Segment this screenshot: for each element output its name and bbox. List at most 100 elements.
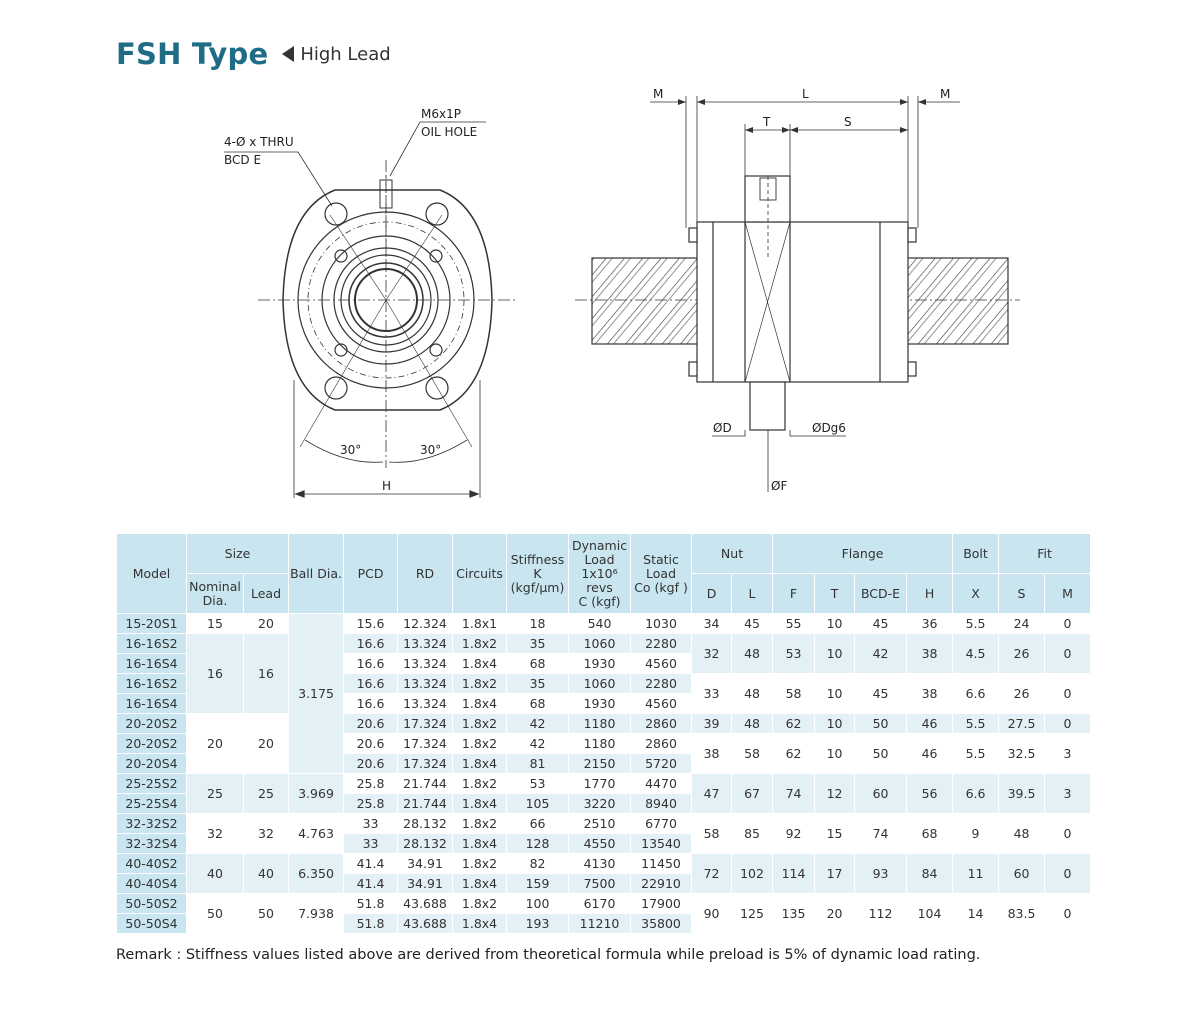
th-fit: Fit bbox=[998, 533, 1092, 574]
cell-flange-h: 84 bbox=[906, 853, 954, 894]
cell-nominal: 40 bbox=[186, 853, 244, 894]
th-nut-d: D bbox=[691, 573, 733, 614]
table-row: 32-32S2 32 32 4.763 33 28.132 1.8x2 66 2… bbox=[116, 813, 1092, 854]
table-row: 50-50S2 50 50 7.938 51.8 43.688 1.8x2 10… bbox=[116, 893, 1092, 934]
cell-flange-t: 20 bbox=[814, 893, 856, 934]
cell-flange-t: 15 bbox=[814, 813, 856, 854]
spec-table: Model Size Ball Dia. PCD RD Circuits Sti… bbox=[116, 533, 1092, 934]
th-bolt-x: X bbox=[952, 573, 1000, 614]
label-oil-size: M6x1P bbox=[421, 107, 461, 121]
cell-pcd: 16.6 bbox=[343, 673, 399, 694]
cell-rd: 43.688 bbox=[397, 893, 454, 914]
cell-flange-bcd: 74 bbox=[854, 813, 908, 854]
screw-shaft-right bbox=[905, 257, 1009, 345]
cell-model: 25-25S2 bbox=[116, 773, 187, 794]
cell-stiffness: 159 bbox=[506, 873, 570, 894]
cell-nominal: 15 bbox=[186, 613, 244, 634]
table-row: 50-50S4 51.8 43.688 1.8x4 193 11210 3580… bbox=[116, 913, 1091, 934]
cell-circuits: 1.8x2 bbox=[452, 853, 508, 874]
cell-nut-l: 48 bbox=[731, 713, 774, 734]
cell-flange-h: 56 bbox=[906, 773, 954, 814]
bolt-hole bbox=[425, 376, 449, 400]
cell-circuits: 1.8x2 bbox=[452, 813, 508, 834]
cell-flange-t: 10 bbox=[814, 733, 856, 774]
cell-nut-l: 48 bbox=[731, 673, 774, 714]
bolt-hole bbox=[425, 202, 449, 226]
cell-flange-f: 92 bbox=[772, 813, 816, 854]
page-subtitle: High Lead bbox=[300, 43, 391, 65]
cell-bolt-x: 4.5 bbox=[952, 633, 1000, 674]
cell-bolt-x: 9 bbox=[952, 813, 1000, 854]
cell-fit-s: 39.5 bbox=[998, 773, 1046, 814]
label-m-left: M bbox=[653, 87, 663, 101]
cell-nut-l: 85 bbox=[731, 813, 774, 854]
cell-nut-d: 38 bbox=[691, 733, 733, 774]
cell-bolt-x: 11 bbox=[952, 853, 1000, 894]
cell-nominal: 20 bbox=[186, 713, 244, 774]
flange-side-lower bbox=[749, 381, 786, 431]
side-view bbox=[575, 96, 1020, 492]
cell-dynamic: 4130 bbox=[568, 853, 632, 874]
cell-stiffness: 81 bbox=[506, 753, 570, 774]
label-t: T bbox=[762, 115, 771, 129]
cell-pcd: 20.6 bbox=[343, 713, 399, 734]
cell-nut-d: 34 bbox=[691, 613, 733, 634]
cell-stiffness: 105 bbox=[506, 793, 570, 814]
cell-dynamic: 2150 bbox=[568, 753, 632, 774]
cell-circuits: 1.8x4 bbox=[452, 833, 508, 854]
cell-lead: 20 bbox=[242, 613, 290, 634]
cell-flange-f: 74 bbox=[772, 773, 816, 814]
cell-stiffness: 82 bbox=[506, 853, 570, 874]
cell-flange-h: 36 bbox=[906, 613, 954, 634]
cell-circuits: 1.8x1 bbox=[452, 613, 508, 634]
cell-model: 40-40S4 bbox=[116, 873, 187, 894]
table-row: 25-25S4 25.8 21.744 1.8x4 105 3220 8940 bbox=[116, 793, 1091, 814]
cell-nominal: 50 bbox=[186, 893, 244, 934]
cell-nut-d: 72 bbox=[691, 853, 733, 894]
cell-flange-f: 62 bbox=[772, 713, 816, 734]
cell-stiffness: 100 bbox=[506, 893, 570, 914]
cell-flange-bcd: 45 bbox=[854, 613, 908, 634]
table-row: 20-20S2 20 20 20.6 17.324 1.8x2 42 1180 … bbox=[116, 713, 1092, 774]
cell-fit-s: 32.5 bbox=[998, 733, 1046, 774]
cell-ball: 6.350 bbox=[288, 853, 345, 894]
th-fit-m: M bbox=[1044, 573, 1092, 614]
cell-flange-bcd: 45 bbox=[854, 673, 908, 714]
cell-pcd: 15.6 bbox=[343, 613, 399, 634]
screw bbox=[429, 343, 443, 357]
cell-dynamic: 2510 bbox=[568, 813, 632, 834]
cell-rd: 17.324 bbox=[397, 713, 454, 734]
label-m-right: M bbox=[940, 87, 950, 101]
cell-ball: 7.938 bbox=[288, 893, 345, 934]
cell-bolt-x: 5.5 bbox=[952, 733, 1000, 774]
cell-fit-m: 0 bbox=[1044, 673, 1092, 714]
cell-flange-h: 46 bbox=[906, 733, 954, 774]
th-flange-t: T bbox=[814, 573, 856, 614]
cell-nut-l: 125 bbox=[731, 893, 774, 934]
cell-lead: 16 bbox=[242, 633, 290, 714]
cell-pcd: 25.8 bbox=[343, 773, 399, 794]
cell-flange-f: 135 bbox=[772, 893, 816, 934]
cell-bolt-x: 6.6 bbox=[952, 673, 1000, 714]
cell-flange-f: 53 bbox=[772, 633, 816, 674]
cell-pcd: 41.4 bbox=[343, 853, 399, 874]
label-h: H bbox=[382, 479, 391, 493]
table-row: 16-16S2 16.6 13.324 1.8x2 35 1060 2280 3… bbox=[116, 673, 1092, 714]
cell-model: 16-16S2 bbox=[116, 633, 187, 654]
cell-flange-t: 17 bbox=[814, 853, 856, 894]
th-nut: Nut bbox=[691, 533, 774, 574]
cell-ball: 4.763 bbox=[288, 813, 345, 854]
cell-lead: 25 bbox=[242, 773, 290, 814]
cell-pcd: 33 bbox=[343, 813, 399, 834]
cell-ball: 3.175 bbox=[288, 613, 345, 774]
cell-nominal: 25 bbox=[186, 773, 244, 814]
cell-static: 35800 bbox=[630, 913, 693, 934]
cell-static: 2280 bbox=[630, 673, 693, 694]
cell-flange-bcd: 50 bbox=[854, 733, 908, 774]
cell-pcd: 16.6 bbox=[343, 693, 399, 714]
cell-rd: 28.132 bbox=[397, 813, 454, 834]
cell-model: 32-32S2 bbox=[116, 813, 187, 834]
cell-stiffness: 18 bbox=[506, 613, 570, 634]
